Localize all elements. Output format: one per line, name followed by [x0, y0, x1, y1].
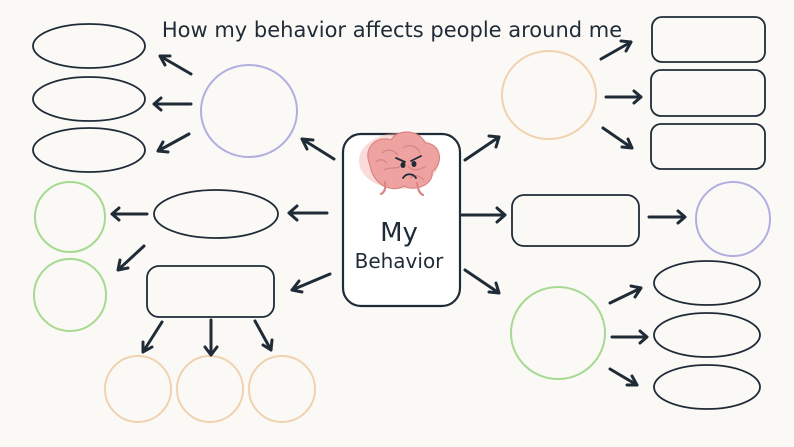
green-circle-left-1	[34, 181, 106, 253]
arrow-right-bottom-2	[610, 329, 649, 345]
peach-circle-bottom-1	[104, 355, 172, 423]
peach-circle-bottom-3	[248, 355, 316, 423]
purple-circle-left	[200, 64, 298, 158]
right-middle-box	[511, 194, 640, 247]
arrow-right-bottom-3	[608, 367, 639, 387]
page-title: How my behavior affects people around me	[162, 18, 622, 42]
left-top-oval-3	[32, 127, 146, 173]
arrow-center-to-right-middle	[460, 206, 507, 224]
purple-circle-right	[695, 181, 771, 257]
arrow-center-to-right-bottom	[463, 268, 501, 295]
right-top-box-1	[651, 16, 766, 63]
arrow-left-top-3	[156, 132, 191, 154]
center-node: My Behavior	[341, 131, 462, 308]
arrow-left-bottom-2	[203, 318, 219, 357]
right-top-box-3	[650, 123, 766, 170]
arrow-center-to-left-bottom	[290, 272, 332, 294]
arrow-right-middle	[647, 209, 687, 225]
arrow-center-to-left-top	[300, 137, 336, 161]
angry-brain-icon	[359, 131, 441, 197]
arrow-right-top-2	[604, 89, 643, 105]
left-bottom-rectangle	[146, 265, 275, 318]
arrow-left-middle-1	[110, 206, 149, 222]
arrow-right-top-3	[601, 126, 634, 150]
right-bottom-oval-2	[653, 312, 761, 358]
arrow-center-to-left-middle	[287, 204, 329, 222]
peach-circle-bottom-2	[176, 355, 244, 423]
arrow-left-bottom-1	[141, 320, 164, 354]
green-circle-right	[510, 286, 606, 380]
right-bottom-oval-3	[653, 364, 761, 410]
arrow-left-bottom-3	[253, 319, 274, 352]
arrow-right-bottom-1	[608, 284, 643, 305]
right-top-box-2	[650, 69, 766, 117]
right-bottom-oval-1	[653, 260, 761, 306]
arrow-left-top-2	[152, 96, 193, 112]
left-top-oval-2	[32, 76, 146, 122]
arrow-left-top-1	[158, 54, 193, 76]
left-middle-oval	[153, 189, 279, 239]
arrow-center-to-right-top	[463, 134, 501, 162]
peach-circle-right	[501, 50, 597, 140]
center-label-line-1: My	[380, 218, 418, 248]
arrow-right-top-1	[599, 39, 633, 61]
center-label-line-2: Behavior	[355, 249, 445, 273]
arrow-left-middle-2	[116, 244, 146, 272]
green-circle-left-2	[33, 258, 107, 332]
left-top-oval-1	[32, 23, 146, 69]
